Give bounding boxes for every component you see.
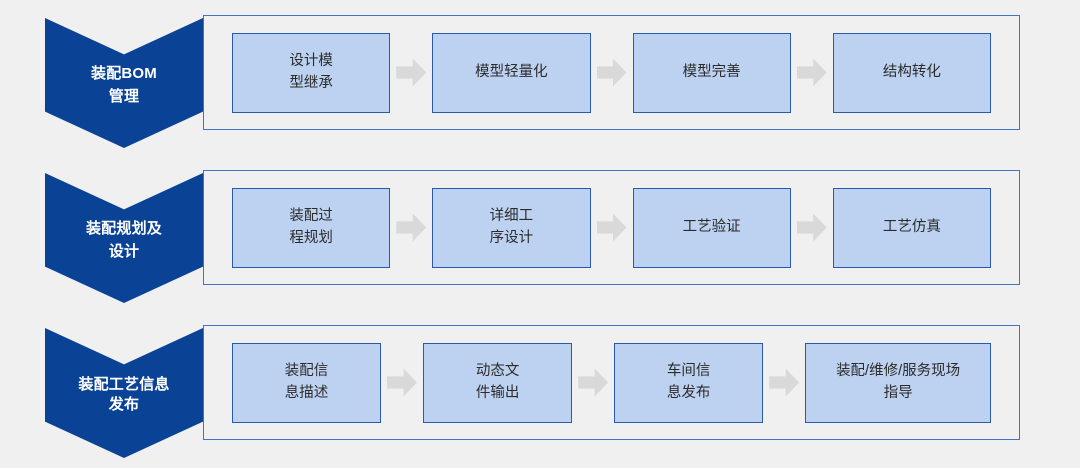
process-row-assembly-planning: 装配过 程规划 详细工 序设计 工艺验证 工艺仿真 装配规划及 设计 xyxy=(0,155,1080,307)
step-box[interactable]: 结构转化 xyxy=(832,32,991,113)
step-box[interactable]: 设计模 型继承 xyxy=(232,32,391,113)
stage-chevron-process-info-release[interactable]: 装配工艺信息 发布 xyxy=(45,328,203,458)
stage-chevron-assembly-planning[interactable]: 装配规划及 设计 xyxy=(45,173,203,303)
arrow-right-icon xyxy=(796,58,827,87)
arrow-right-icon xyxy=(396,58,427,87)
stage-container-row-2: 装配过 程规划 详细工 序设计 工艺验证 工艺仿真 xyxy=(203,170,1020,285)
step-box[interactable]: 动态文 件输出 xyxy=(423,342,573,423)
process-row-process-info-release: 装配信 息描述 动态文 件输出 车间信 息发布 装配/维修/服务现场 指导 装配… xyxy=(0,310,1080,468)
arrow-right-icon xyxy=(578,368,609,397)
step-box[interactable]: 装配信 息描述 xyxy=(232,342,382,423)
stage-chevron-label: 装配工艺信息 发布 xyxy=(78,375,170,413)
step-box[interactable]: 装配/维修/服务现场 指导 xyxy=(805,342,992,423)
step-box[interactable]: 详细工 序设计 xyxy=(432,187,591,268)
arrow-right-icon xyxy=(387,368,418,397)
step-box[interactable]: 工艺验证 xyxy=(632,187,791,268)
step-box[interactable]: 装配过 程规划 xyxy=(232,187,391,268)
arrow-right-icon xyxy=(596,58,627,87)
stage-chevron-label: 装配规划及 设计 xyxy=(85,219,162,260)
step-box[interactable]: 模型完善 xyxy=(632,32,791,113)
step-box[interactable]: 模型轻量化 xyxy=(432,32,591,113)
arrow-right-icon xyxy=(396,213,427,242)
step-flow-row-2: 装配过 程规划 详细工 序设计 工艺验证 工艺仿真 xyxy=(204,171,1019,284)
stage-container-row-1: 设计模 型继承 模型轻量化 模型完善 结构转化 xyxy=(203,15,1020,130)
arrow-right-icon xyxy=(796,213,827,242)
stage-chevron-assembly-bom[interactable]: 装配BOM 管理 xyxy=(45,18,203,148)
arrow-right-icon xyxy=(596,213,627,242)
stage-chevron-label: 装配BOM 管理 xyxy=(91,64,157,105)
step-flow-row-3: 装配信 息描述 动态文 件输出 车间信 息发布 装配/维修/服务现场 指导 xyxy=(204,326,1019,439)
step-box[interactable]: 工艺仿真 xyxy=(832,187,991,268)
arrow-right-icon xyxy=(769,368,800,397)
step-flow-row-1: 设计模 型继承 模型轻量化 模型完善 结构转化 xyxy=(204,16,1019,129)
stage-container-row-3: 装配信 息描述 动态文 件输出 车间信 息发布 装配/维修/服务现场 指导 xyxy=(203,325,1020,440)
process-row-assembly-bom: 设计模 型继承 模型轻量化 模型完善 结构转化 装配BOM 管理 xyxy=(0,0,1080,152)
step-box[interactable]: 车间信 息发布 xyxy=(614,342,764,423)
